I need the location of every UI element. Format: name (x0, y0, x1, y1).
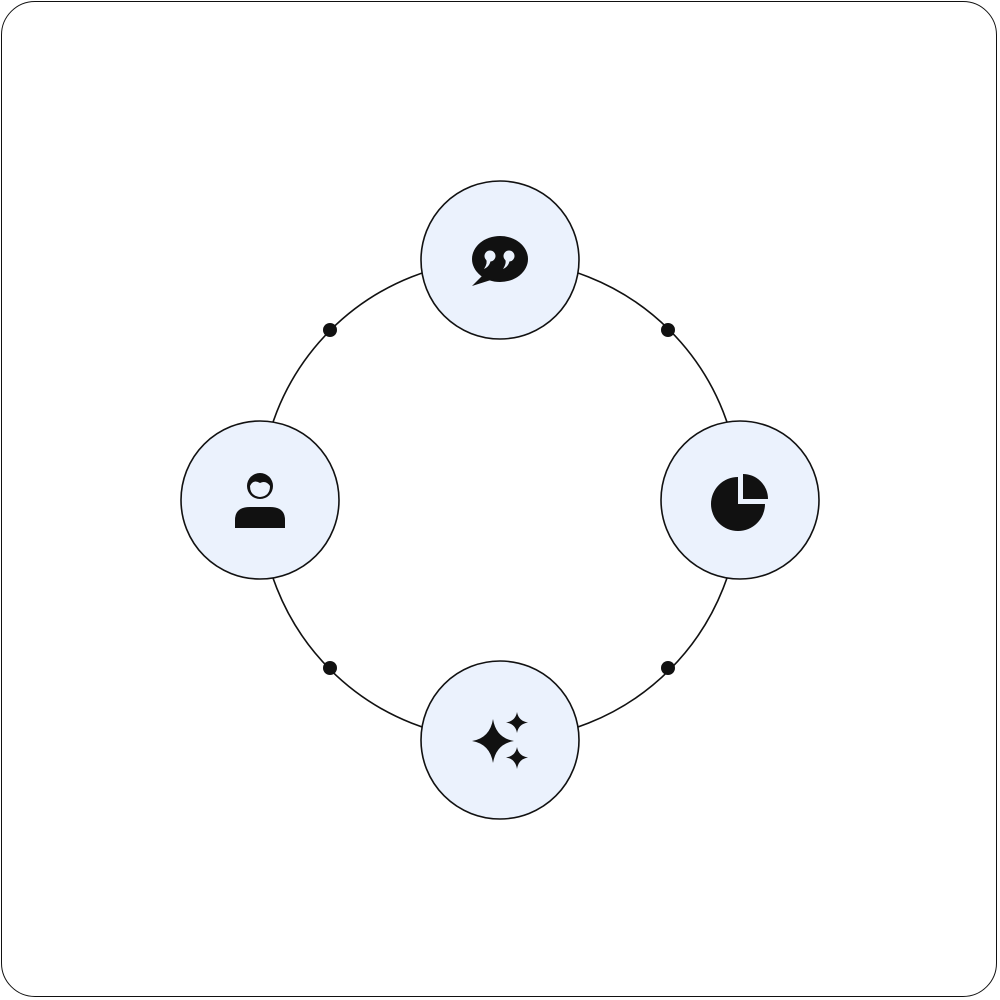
node-top (420, 180, 580, 340)
node-right-circle (660, 420, 820, 580)
node-right (660, 420, 820, 580)
node-left-circle (180, 420, 340, 580)
user-icon (235, 473, 285, 528)
pie-chart-icon (711, 474, 768, 531)
connector-dot-top-left (323, 323, 337, 337)
sparkles-icon (472, 712, 528, 769)
connector-dot-bottom-left (323, 661, 337, 675)
node-bottom (420, 660, 580, 820)
connector-dot-bottom-right (661, 661, 675, 675)
node-left (180, 420, 340, 580)
connector-dot-top-right (661, 323, 675, 337)
speech-bubble-quote-icon (472, 236, 528, 286)
